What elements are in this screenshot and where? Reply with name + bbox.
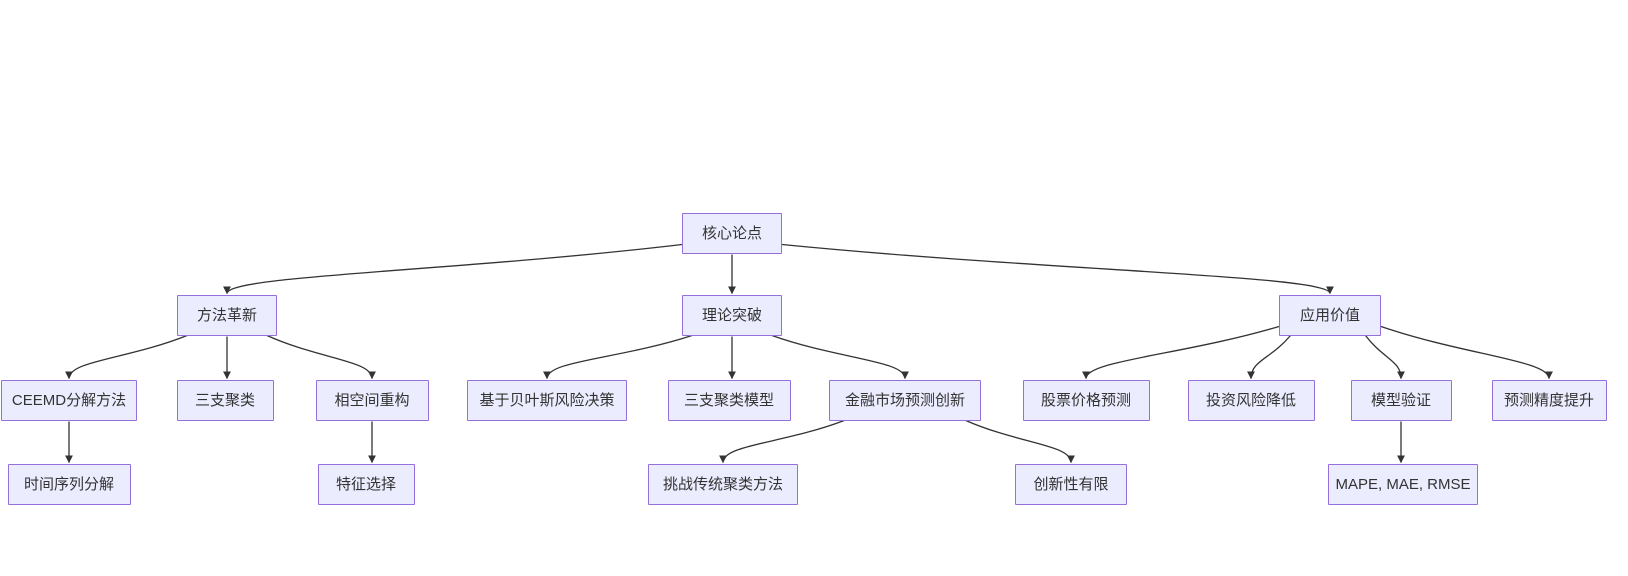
node-ceemd-decomposition: CEEMD分解方法 xyxy=(1,379,137,421)
edge-application-value--stock-price-prediction xyxy=(1082,325,1280,380)
edge-method-innovation--phase-space-reconstruction xyxy=(266,334,376,380)
node-theoretical-breakthrough: 理论突破 xyxy=(682,294,782,336)
node-time-series-decomposition: 时间序列分解 xyxy=(7,463,131,505)
edge-financial-market-forecast--challenge-traditional-clustering xyxy=(719,419,845,464)
node-application-value: 应用价值 xyxy=(1279,294,1381,336)
node-stock-price-prediction: 股票价格预测 xyxy=(1022,379,1150,421)
node-bayesian-risk-decision: 基于贝叶斯风险决策 xyxy=(467,379,627,421)
edge-application-value--forecast-accuracy-improvement xyxy=(1380,325,1553,380)
node-phase-space-reconstruction: 相空间重构 xyxy=(315,379,429,421)
edge-method-innovation--ceemd-decomposition xyxy=(65,334,188,380)
node-three-way-clustering: 三支聚类 xyxy=(176,379,274,421)
edge-application-value--model-validation xyxy=(1364,335,1405,380)
node-method-innovation: 方法革新 xyxy=(177,294,277,336)
node-challenge-traditional-clustering: 挑战传统聚类方法 xyxy=(648,463,798,505)
node-investment-risk-reduction: 投资风险降低 xyxy=(1187,379,1315,421)
edge-application-value--investment-risk-reduction xyxy=(1247,335,1291,380)
edges-group xyxy=(65,243,1553,464)
node-three-way-clustering-model: 三支聚类模型 xyxy=(667,379,791,421)
node-mape-mae-rmse: MAPE, MAE, RMSE xyxy=(1328,463,1478,505)
edge-financial-market-forecast--limited-novelty xyxy=(965,419,1075,464)
node-core-thesis: 核心论点 xyxy=(682,212,782,254)
edge-core-thesis--application-value xyxy=(781,243,1334,295)
node-financial-market-forecast: 金融市场预测创新 xyxy=(829,379,981,421)
node-model-validation: 模型验证 xyxy=(1350,379,1452,421)
node-forecast-accuracy-improvement: 预测精度提升 xyxy=(1491,379,1607,421)
edge-theoretical-breakthrough--bayesian-risk-decision xyxy=(543,334,693,380)
edge-core-thesis--method-innovation xyxy=(223,243,683,295)
edge-theoretical-breakthrough--financial-market-forecast xyxy=(771,334,909,380)
node-feature-selection: 特征选择 xyxy=(317,463,415,505)
node-limited-novelty: 创新性有限 xyxy=(1015,463,1127,505)
